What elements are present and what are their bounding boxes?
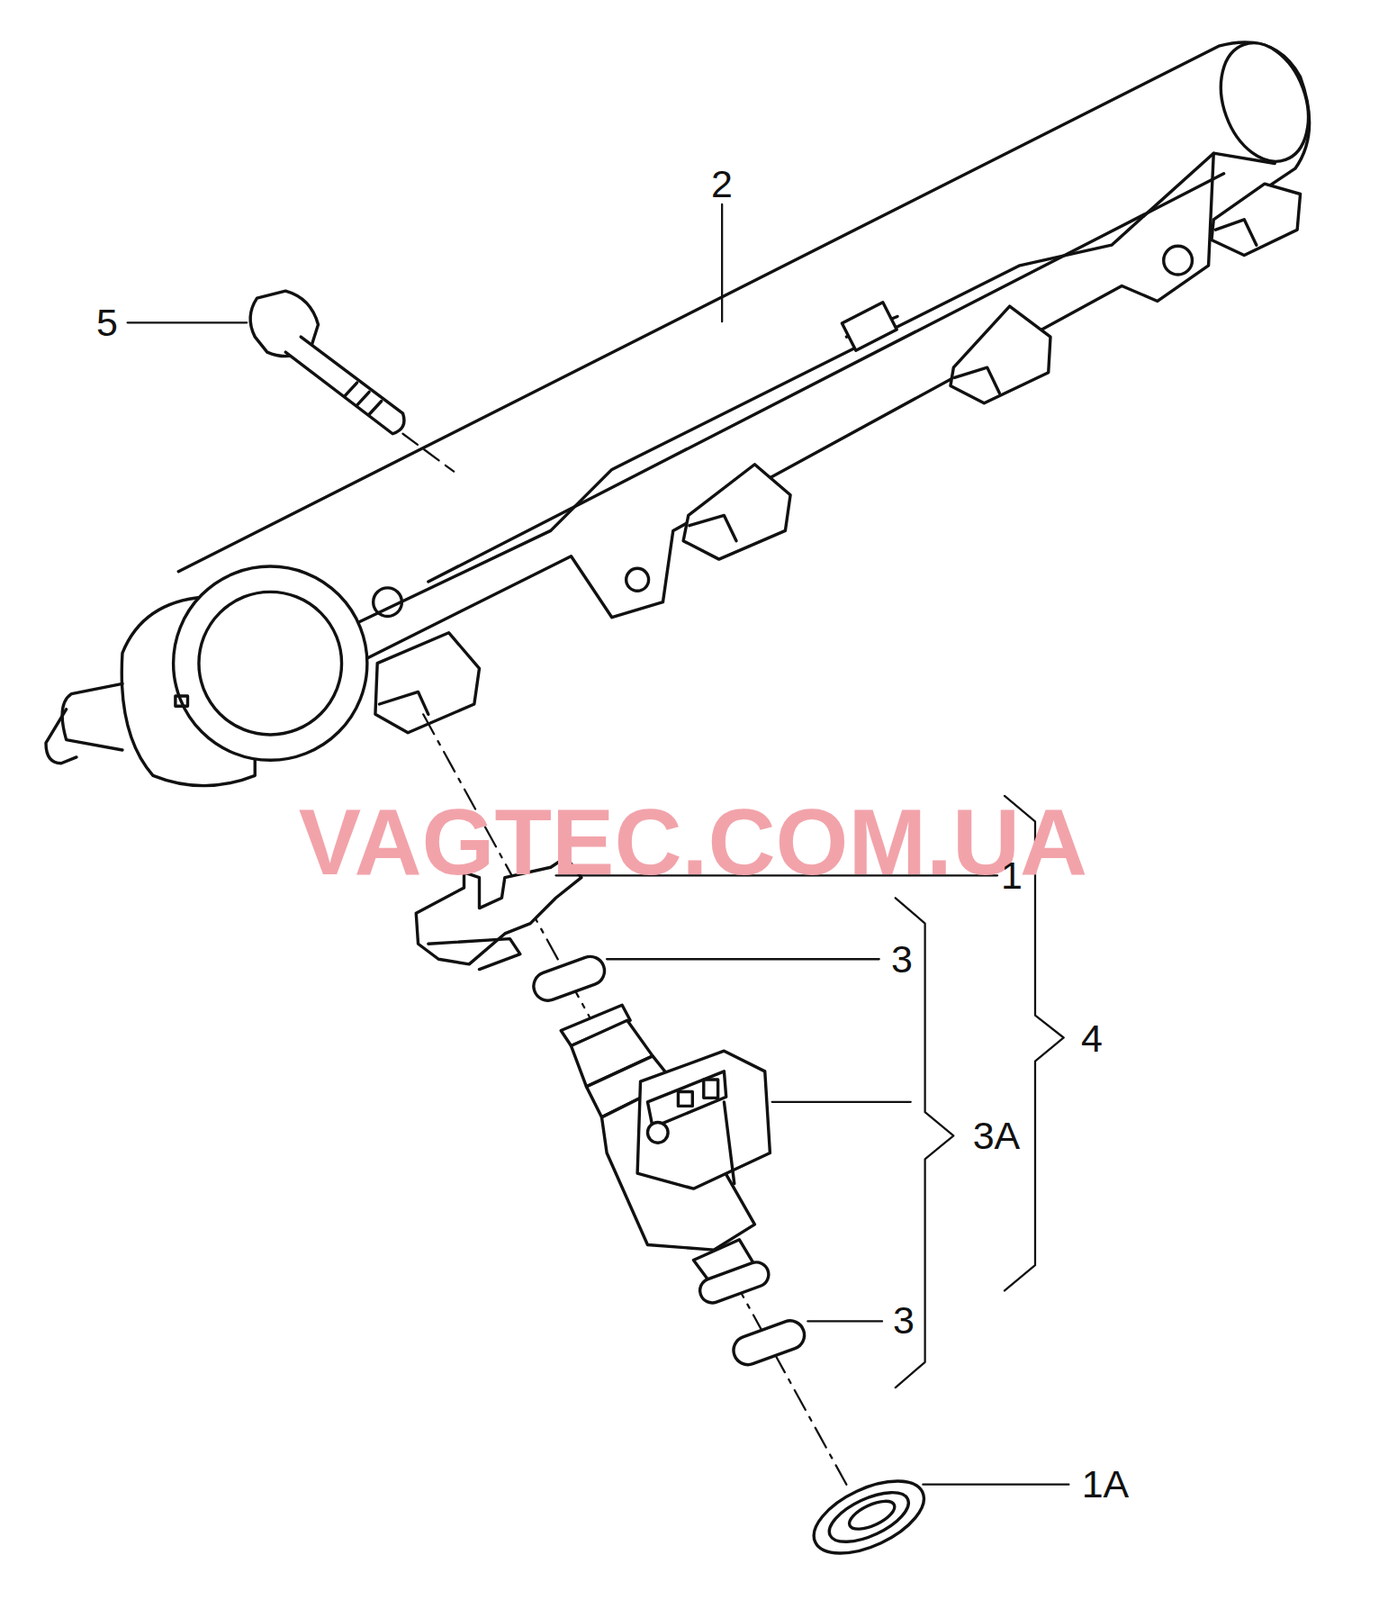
callout-number: 1A — [1081, 1464, 1130, 1504]
callout-number: 1 — [1000, 856, 1023, 895]
watermark: VAGTEC.COM.UA — [298, 794, 1088, 889]
callout-number: 3 — [892, 1300, 915, 1340]
callout-number: 3A — [973, 1116, 1021, 1155]
callout-number: 2 — [711, 164, 733, 204]
callout-number: 4 — [1081, 1018, 1103, 1058]
callout-number: 3 — [891, 939, 913, 979]
callout-number: 5 — [96, 303, 118, 343]
